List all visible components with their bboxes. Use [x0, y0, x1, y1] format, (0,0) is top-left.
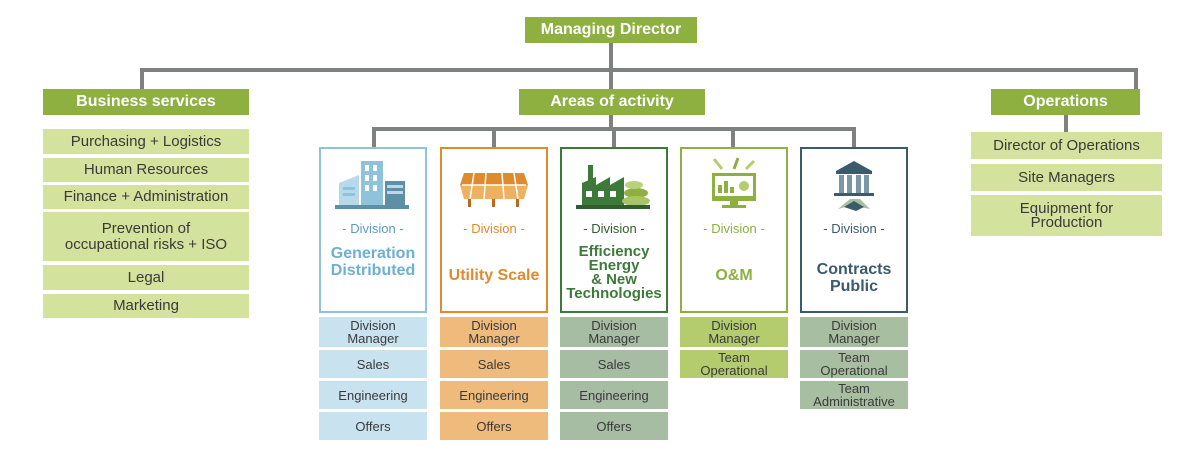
division-label: - Division -	[703, 221, 765, 236]
division-name: O&M	[715, 267, 753, 284]
division-card-utility-scale: - Division - Utility Scale	[440, 147, 548, 313]
managing-director-box: Managing Director	[525, 17, 697, 43]
div2-sub-manager: Division Manager	[440, 317, 548, 347]
business-item-finance: Finance + Administration	[43, 185, 249, 209]
connector-operations-down	[1064, 113, 1068, 133]
div3-sub-manager: Division Manager	[560, 317, 668, 347]
div5-sub-team-operational: Team Operational	[800, 350, 908, 378]
solar-farm-icon	[460, 172, 528, 207]
division-card-om: - Division - O&M	[680, 147, 788, 313]
division-label: - Division -	[583, 221, 645, 236]
division-card-generation-distributed: - Division - Generation Distributed	[319, 147, 427, 313]
connector-div-2	[492, 127, 496, 147]
div2-sub-engineering: Engineering	[440, 381, 548, 409]
business-item-prevention: Prevention of occupational risks + ISO	[43, 212, 249, 261]
connector-div-4	[731, 127, 735, 147]
connector-operations	[1134, 68, 1138, 90]
operations-header: Operations	[991, 89, 1140, 115]
connector-div-1	[372, 127, 376, 147]
div4-sub-team-operational: Team Operational	[680, 350, 788, 378]
monitor-tools-icon	[712, 157, 756, 208]
connector-md-down	[609, 40, 613, 70]
business-item-purchasing: Purchasing + Logistics	[43, 129, 249, 154]
div4-sub-manager: Division Manager	[680, 317, 788, 347]
division-name: Generation Distributed	[330, 245, 416, 279]
division-card-efficiency-energy: - Division - Efficiency Energy & New Tec…	[560, 147, 668, 313]
business-item-hr: Human Resources	[43, 158, 249, 182]
operations-item-equipment: Equipment for Production	[971, 195, 1162, 236]
div5-sub-manager: Division Manager	[800, 317, 908, 347]
division-name: Efficiency Energy & New Technologies	[566, 243, 662, 302]
connector-div-3	[612, 127, 616, 147]
operations-item-site-managers: Site Managers	[971, 164, 1162, 191]
div1-sub-engineering: Engineering	[319, 381, 427, 409]
connector-top-bar	[140, 68, 1138, 72]
connector-areas	[609, 68, 613, 90]
div3-sub-engineering: Engineering	[560, 381, 668, 409]
areas-of-activity-header: Areas of activity	[519, 89, 705, 115]
div3-sub-sales: Sales	[560, 350, 668, 378]
div1-sub-offers: Offers	[319, 412, 427, 440]
connector-business	[140, 68, 144, 90]
division-label: - Division -	[342, 221, 404, 236]
business-item-marketing: Marketing	[43, 294, 249, 318]
business-services-header: Business services	[43, 89, 249, 115]
business-item-legal: Legal	[43, 265, 249, 290]
div1-sub-sales: Sales	[319, 350, 427, 378]
division-label: - Division -	[463, 221, 525, 236]
div2-sub-sales: Sales	[440, 350, 548, 378]
division-card-contracts-public: - Division - Contracts Public	[800, 147, 908, 313]
connector-div-5	[852, 127, 856, 147]
division-name: Contracts Public	[816, 261, 892, 295]
division-name: Utility Scale	[448, 267, 540, 284]
factory-icon	[335, 161, 409, 209]
div3-sub-offers: Offers	[560, 412, 668, 440]
operations-item-director: Director of Operations	[971, 132, 1162, 159]
div1-sub-manager: Division Manager	[319, 317, 427, 347]
government-handshake-icon	[834, 161, 874, 211]
connector-areas-down	[609, 113, 613, 130]
green-factory-icon	[576, 165, 650, 209]
div5-sub-team-administrative: Team Administrative	[800, 381, 908, 409]
div2-sub-offers: Offers	[440, 412, 548, 440]
division-label: - Division -	[823, 221, 885, 236]
